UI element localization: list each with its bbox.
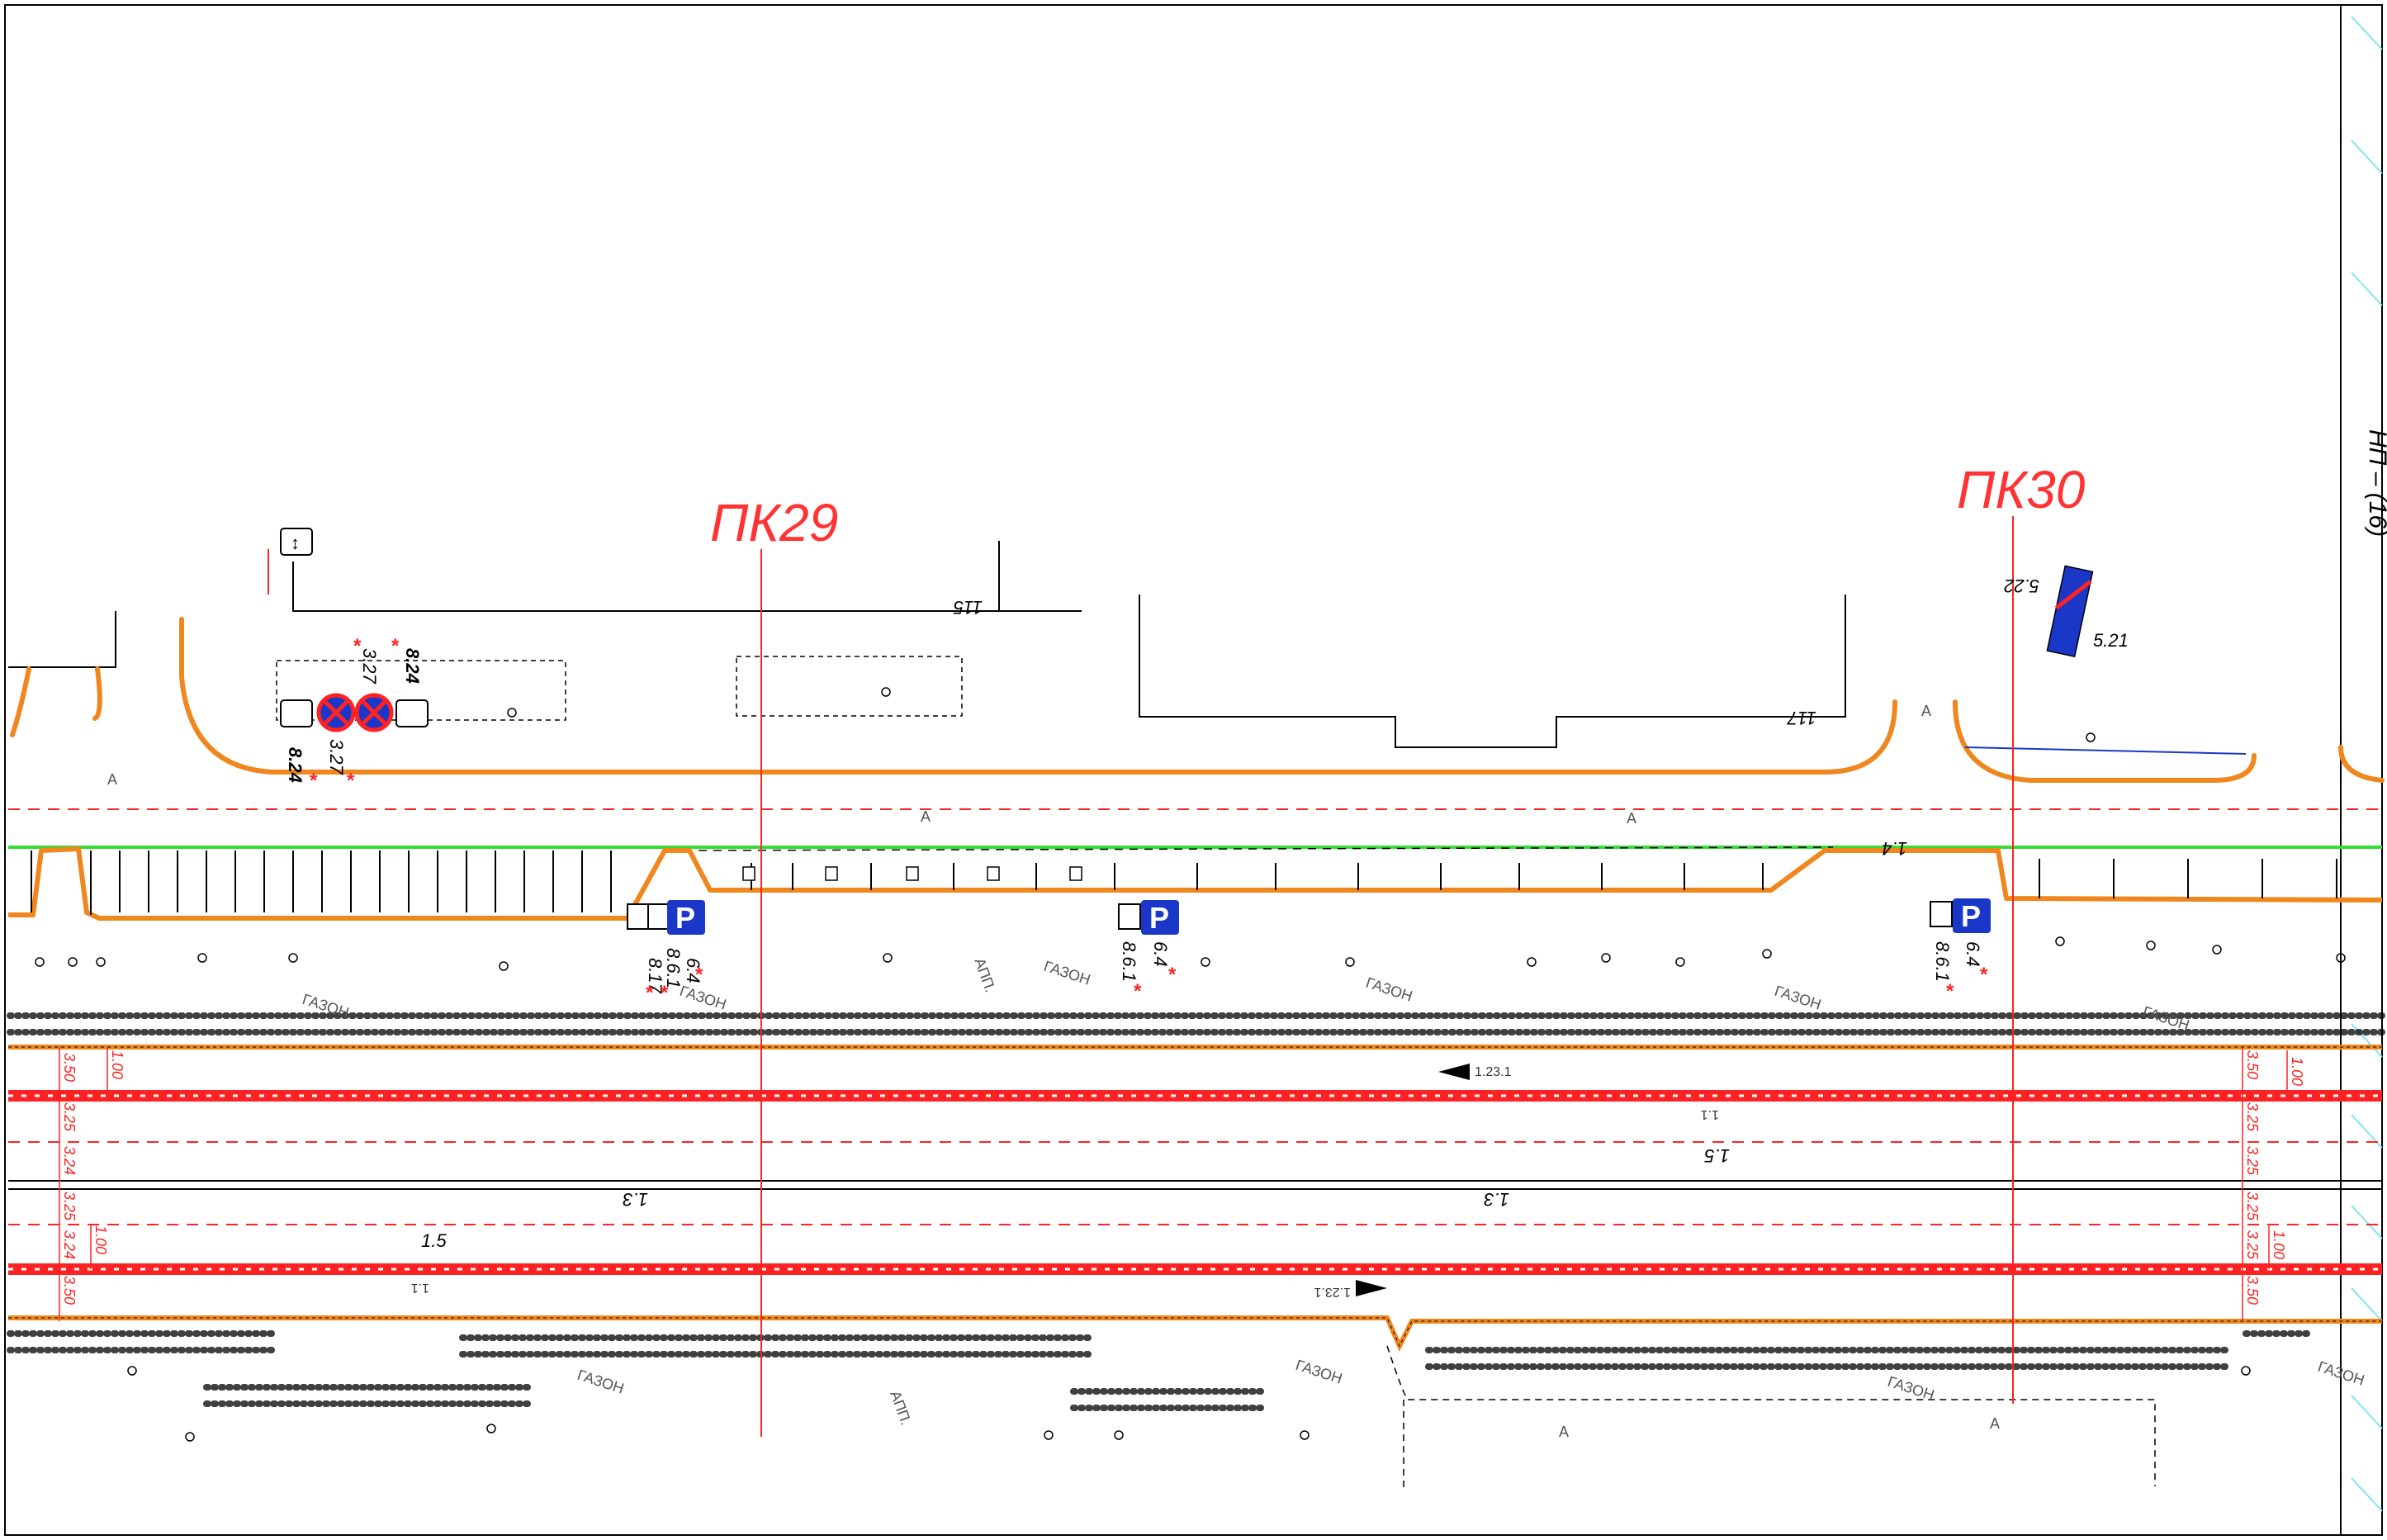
lawn-label-3: ГАЗОН: [1042, 958, 1092, 988]
marking-1-5-a: 1.5: [1704, 1145, 1730, 1166]
surface-labels: ГАЗОН ГАЗОН ГАЗОН ГАЗОН ГАЗОН ГАЗОН ГАЗО…: [107, 703, 2366, 1440]
marking-1-3-a: 1.3: [623, 1189, 648, 1210]
marking-1-1-b: 1.1: [411, 1281, 429, 1295]
curb-parking: [8, 846, 2383, 921]
sign-8-6-1-a: 8.6.1: [663, 948, 684, 988]
cyan-hatch: [2351, 16, 2383, 1512]
lane-gap-right-1: 1.00: [2289, 1057, 2305, 1086]
sign-3-27-a: 3.27: [359, 648, 380, 685]
lane-width-left-6: 3.50: [61, 1276, 78, 1305]
svg-text:*: *: [1980, 964, 1988, 986]
lamp-label-2: АПП.: [887, 1389, 914, 1428]
blue-line: [1964, 746, 2247, 755]
sign-8-6-1-c: 8.6.1: [1932, 941, 1953, 982]
lane-width-right-5: 3.25: [2244, 1230, 2261, 1260]
lane-gap-right-2: 1.00: [2271, 1230, 2287, 1259]
sign-8-6-1-b: 8.6.1: [1119, 941, 1139, 982]
sign-8-24-a: 8.24: [285, 747, 305, 783]
asphalt-label-1: А: [107, 771, 117, 788]
picket-label-pk29: ПК29: [710, 493, 838, 552]
building-number-117: 117: [1787, 708, 1816, 728]
svg-text:*: *: [661, 982, 669, 1004]
lane-width-right-1: 3.50: [2244, 1050, 2261, 1079]
asphalt-label-3: А: [1627, 810, 1636, 827]
disabled-parking-marks: [742, 866, 1082, 881]
parking-letter-3: P: [1961, 899, 1981, 933]
lawn-label-4: ГАЗОН: [1364, 974, 1414, 1005]
svg-text:↕: ↕: [291, 533, 300, 553]
curb-upper: [10, 617, 2385, 783]
asphalt-label-6: А: [1990, 1415, 2000, 1432]
lawn-label-9: ГАЗОН: [1886, 1373, 1936, 1404]
lane-width-left-1: 3.50: [61, 1053, 78, 1082]
parking-letter-1: P: [675, 901, 695, 935]
lane-width-left-3: 3.24: [61, 1146, 78, 1175]
lane-width-left-4: 3.25: [61, 1192, 78, 1221]
sign-6-4-b: 6.4: [1150, 941, 1171, 967]
parking-sign-group-3: P: [1930, 898, 1991, 933]
sign-8-17: 8.17: [645, 958, 665, 994]
sign-5-22: 5.22: [2004, 576, 2039, 596]
marking-1-3-b: 1.3: [1484, 1189, 1509, 1210]
svg-text:*: *: [353, 635, 362, 657]
lawn-label-2: ГАЗОН: [678, 983, 728, 1013]
red-markers: * * * * * * * * * * *: [310, 635, 1988, 1004]
no-stopping-signs: ↕: [268, 528, 429, 732]
parking-stall-dividers: [31, 851, 2337, 915]
sign-6-4-a: 6.4: [683, 958, 703, 983]
sheet-edge-label: НП – (16): [2364, 429, 2387, 537]
building-outlines: [8, 541, 1846, 748]
lamp-label-1: АПП.: [971, 956, 998, 995]
parking-sign-group-1: P: [627, 900, 705, 935]
svg-text:*: *: [1946, 980, 1954, 1002]
lower-path-outline: [1386, 1345, 2156, 1486]
lane-width-left-5: 3.24: [61, 1230, 78, 1259]
picket-label-pk30: ПК30: [1957, 460, 2086, 519]
lane-arrows: [1356, 1064, 1470, 1296]
asphalt-label-2: А: [921, 808, 931, 825]
dashed-parking-outline: [668, 846, 1834, 851]
lane-width-right-3: 3.25: [2244, 1146, 2261, 1176]
crossing-end-sign: [2046, 565, 2094, 658]
lane-width-right-2: 3.25: [2244, 1102, 2261, 1132]
lawn-label-8: ГАЗОН: [1294, 1357, 1344, 1387]
parking-sign-group-2: P: [1118, 900, 1179, 935]
building-number-115: 115: [953, 597, 983, 618]
sheet-frame: [4, 4, 2383, 1536]
svg-text:*: *: [646, 982, 654, 1004]
asphalt-label-4: А: [1921, 703, 1931, 719]
planter-zone-2: [736, 656, 963, 717]
sign-5-21: 5.21: [2093, 630, 2129, 651]
marking-1-23-1-a: 1.23.1: [1475, 1065, 1512, 1079]
sign-8-24-b: 8.24: [402, 648, 423, 684]
lane-width-right-6: 3.50: [2244, 1276, 2261, 1305]
hedge-rows: [7, 1012, 2385, 1411]
marking-1-4: 1.4: [1882, 838, 1907, 859]
dimension-lines-right: [2242, 1047, 2288, 1321]
lane-gap-left-2: 1.00: [92, 1225, 109, 1254]
marking-1-5-b: 1.5: [421, 1230, 447, 1251]
svg-text:*: *: [310, 770, 318, 792]
parking-letter-2: P: [1149, 901, 1169, 935]
asphalt-label-5: А: [1559, 1424, 1569, 1440]
marking-1-1-a: 1.1: [1701, 1107, 1719, 1121]
svg-text:*: *: [1168, 964, 1177, 986]
dimension-lines-left: [59, 1047, 108, 1321]
lane-gap-left-1: 1.00: [109, 1050, 126, 1079]
lawn-label-5: ГАЗОН: [1773, 983, 1823, 1013]
svg-text:*: *: [1134, 980, 1142, 1002]
lawn-label-7: ГАЗОН: [575, 1367, 626, 1397]
lane-width-left-2: 3.25: [61, 1102, 78, 1132]
marking-1-23-1-b: 1.23.1: [1314, 1285, 1351, 1299]
vegetation-symbols: [35, 687, 2346, 1442]
svg-text:*: *: [391, 635, 400, 657]
sign-3-27-b: 3.27: [326, 739, 347, 775]
svg-text:*: *: [695, 964, 703, 986]
svg-text:*: *: [347, 770, 355, 792]
sign-6-4-c: 6.4: [1963, 941, 1983, 967]
roadway: [8, 1045, 2382, 1353]
lane-width-right-4: 3.25: [2244, 1192, 2261, 1221]
